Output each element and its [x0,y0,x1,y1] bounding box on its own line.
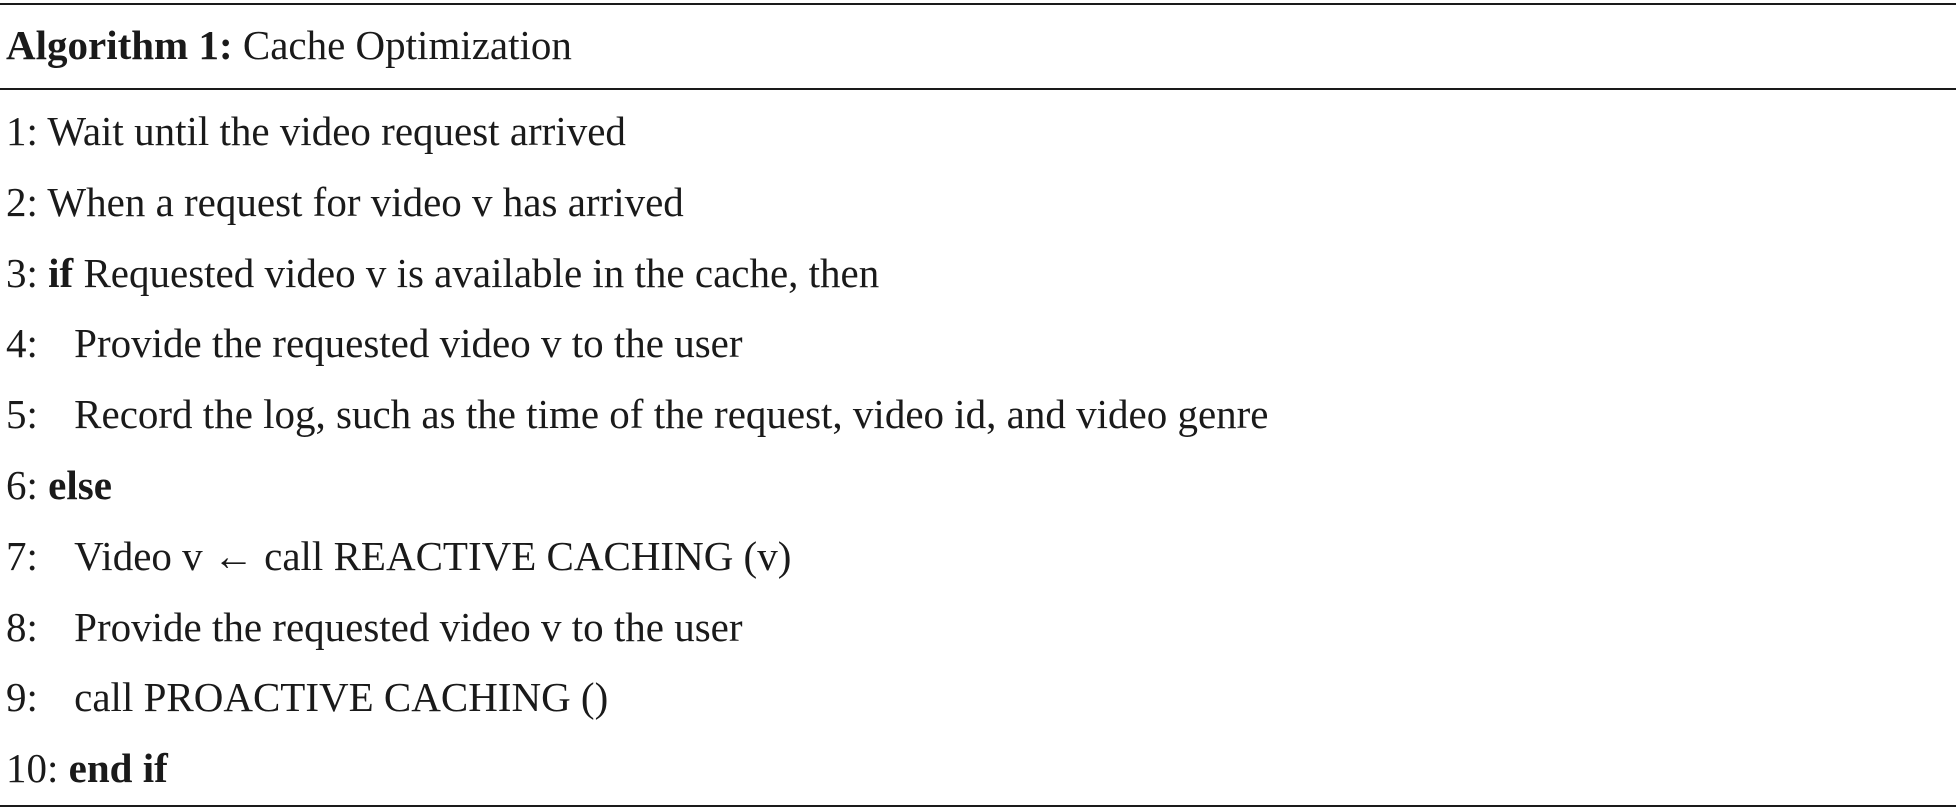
line-number: 5: [6,391,38,438]
algorithm-line: 4: Provide the requested video v to the … [6,313,1269,384]
line-number: 8: [6,603,38,650]
algorithm-line: 9: call PROACTIVE CACHING () [6,667,1269,738]
line-text: When a request for video v has arrived [47,178,684,225]
algorithm-line: 2: When a request for video v has arrive… [6,172,1269,243]
line-text: Provide the requested video v to the use… [74,603,743,650]
line-number: 9: [6,674,38,721]
line-keyword: end if [68,745,168,792]
top-rule [0,3,1956,5]
line-text: Wait until the video request arrived [47,108,626,154]
algorithm-title: Cache Optimization [242,22,572,68]
algorithm-line: 10: end if [6,738,1269,809]
algorithm-line: 8: Provide the requested video v to the … [6,597,1269,668]
bottom-rule [0,805,1956,807]
algorithm-line: 6: else [6,455,1269,526]
header-rule [0,88,1956,90]
line-text: call PROACTIVE CACHING () [74,674,609,721]
line-text: Requested video v is available in the ca… [83,249,880,296]
line-number: 4: [6,320,38,367]
algorithm-label: Algorithm 1: [6,22,233,68]
line-text: Provide the requested video v to the use… [74,320,743,367]
algorithm-line: 1: Wait until the video request arrived [6,101,1269,172]
algorithm-line: 5: Record the log, such as the time of t… [6,384,1269,455]
line-number: 2: [6,178,38,225]
line-number: 7: [6,532,38,579]
algorithm-header: Algorithm 1: Cache Optimization [6,20,572,70]
line-keyword: if [48,249,74,296]
line-number: 1: [6,108,38,154]
algorithm-line: 7: Video v ← call REACTIVE CACHING (v) [6,526,1269,597]
line-text: Video v ← call REACTIVE CACHING (v) [74,532,792,579]
line-number: 6: [6,461,38,508]
line-number: 10: [6,745,59,792]
line-number: 3: [6,249,38,296]
line-text: Record the log, such as the time of the … [74,391,1269,438]
algorithm-line: 3: if Requested video v is available in … [6,243,1269,314]
line-keyword: else [48,461,112,508]
